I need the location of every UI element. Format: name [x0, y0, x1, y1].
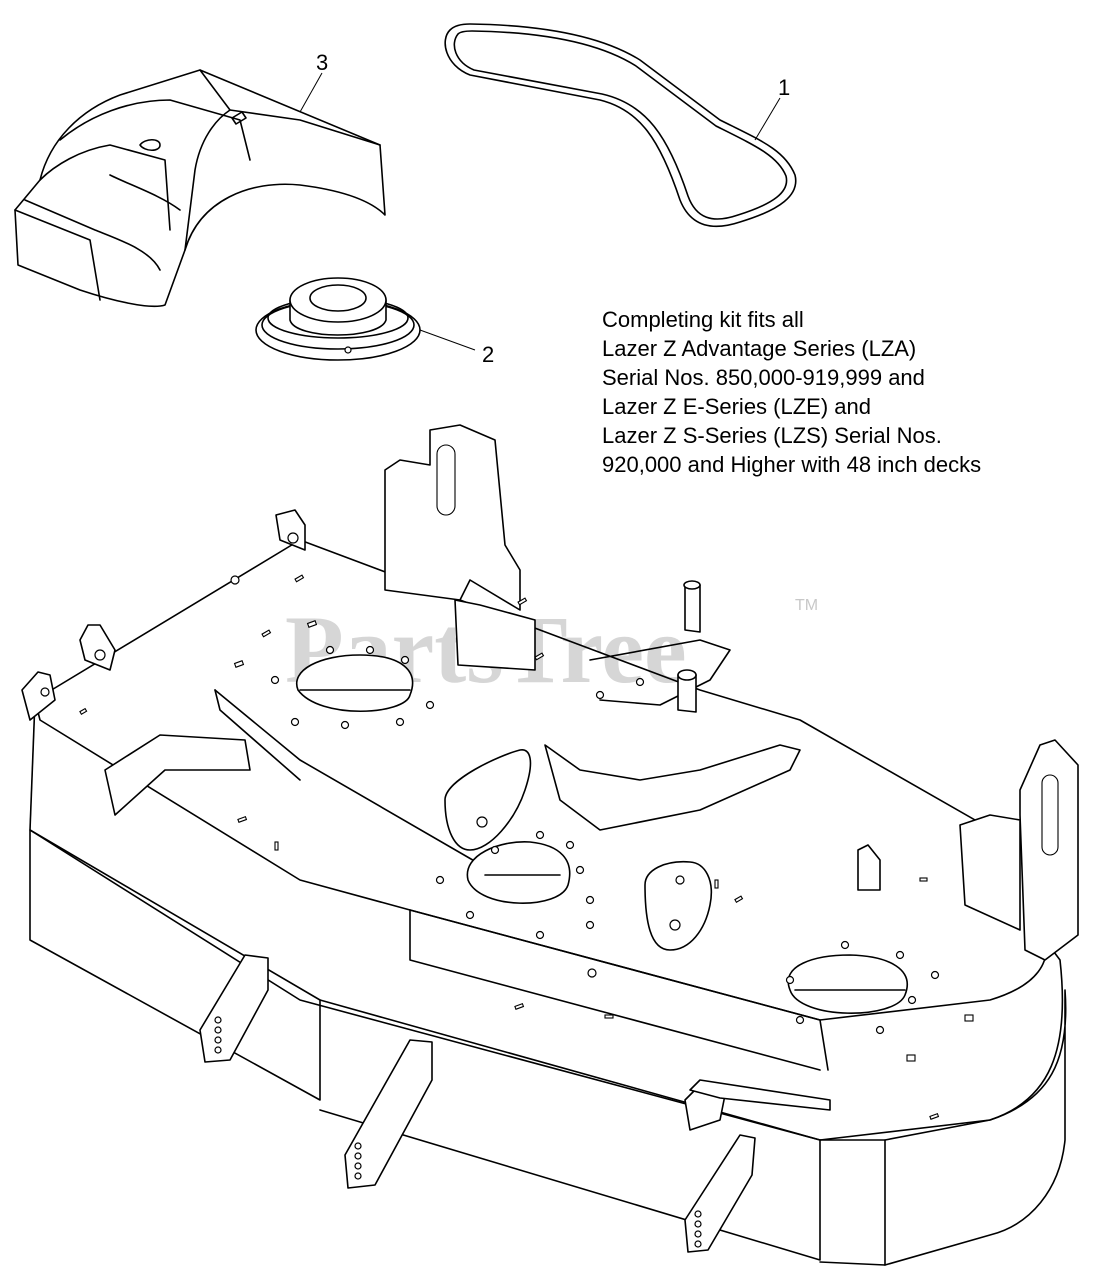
- deck-holes: [230, 575, 940, 1035]
- watermark-tm: TM: [795, 597, 818, 614]
- cover-part[interactable]: 3: [14, 50, 386, 308]
- callout-1: 1: [778, 75, 790, 100]
- note-line: Completing kit fits all: [602, 307, 804, 332]
- deck-slots: [79, 574, 974, 1120]
- compatibility-note: Completing kit fits all Lazer Z Advantag…: [602, 307, 981, 477]
- mower-deck: [21, 424, 1079, 1266]
- note-line: 920,000 and Higher with 48 inch decks: [602, 452, 981, 477]
- callout-2: 2: [482, 342, 494, 367]
- belt-part[interactable]: 1: [444, 23, 797, 228]
- note-line: Serial Nos. 850,000-919,999 and: [602, 365, 925, 390]
- note-line: Lazer Z E-Series (LZE) and: [602, 394, 871, 419]
- note-line: Lazer Z Advantage Series (LZA): [602, 336, 916, 361]
- callout-3: 3: [316, 50, 328, 75]
- pulley-part[interactable]: 2: [255, 277, 494, 367]
- note-line: Lazer Z S-Series (LZS) Serial Nos.: [602, 423, 942, 448]
